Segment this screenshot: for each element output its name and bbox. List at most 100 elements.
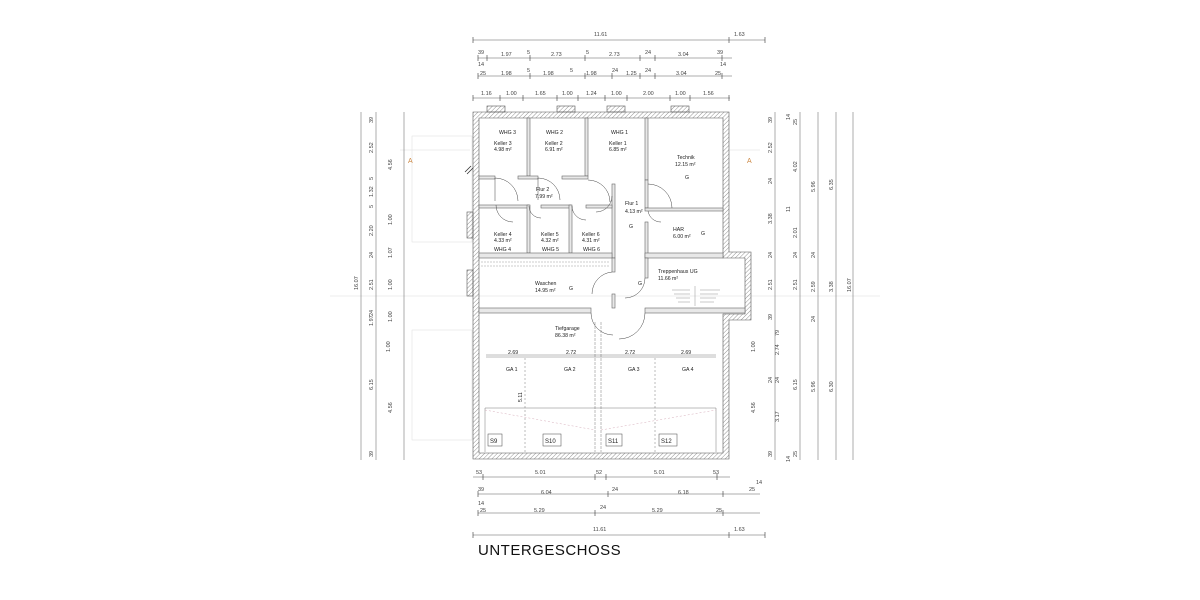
dim-label: 4.56 [388, 402, 394, 413]
garage-bay-label: GA 3 [628, 367, 640, 373]
dim-label: 2.73 [609, 52, 620, 58]
dim-label: 2.00 [643, 91, 654, 97]
dim-label: 6.04 [541, 490, 552, 496]
dim-label: 1.97 [501, 52, 512, 58]
dim-label: 39 [768, 117, 774, 123]
dim-label: 24 [811, 316, 817, 322]
room-name: Keller 3 [494, 141, 512, 147]
dim-label: 79 [775, 330, 781, 336]
parking-space-label: S10 [545, 439, 556, 445]
dim-label: 39 [369, 117, 375, 123]
room-tag: WHG 5 [542, 247, 559, 253]
dim-label: 5.29 [534, 508, 545, 514]
garage-width-label: 2.72 [625, 350, 635, 356]
mesh-partitions [481, 261, 610, 267]
dim-label: 3.04 [676, 71, 687, 77]
room-area: 4.98 m² [494, 147, 512, 153]
dim-label: 11 [786, 206, 792, 212]
room-name: Keller 4 [494, 232, 512, 238]
room-area: 7.99 m² [535, 194, 553, 200]
dim-label: 24 [811, 252, 817, 258]
room-area: 4.31 m² [582, 238, 600, 244]
room-name: Tiefgarage [555, 326, 580, 332]
room-area: 11.66 m² [658, 276, 678, 282]
dim-label: 1.00 [388, 214, 394, 225]
dim-label: 2.59 [811, 281, 817, 292]
dim-label: 24 [768, 178, 774, 184]
dim-label: 2.51 [793, 279, 799, 290]
room-name: Keller 6 [582, 232, 600, 238]
dim-label: 2.51 [768, 279, 774, 290]
room-g-marker: G [569, 286, 573, 292]
room-name: Keller 5 [541, 232, 559, 238]
parking-space-label: S11 [608, 439, 619, 445]
dim-label: 14 [786, 114, 792, 120]
dim-label: 4.56 [751, 402, 757, 413]
room-area: 6.00 m² [673, 234, 691, 240]
garage-bay-label: GA 1 [506, 367, 518, 373]
garage-bay-label: GA 2 [564, 367, 576, 373]
garage-depth-label: 5.11 [518, 392, 524, 402]
section-mark-right: A [747, 158, 752, 165]
dim-label: 1.00 [751, 341, 757, 352]
dim-label: 39 [717, 50, 723, 56]
garage-width-label: 2.69 [681, 350, 691, 356]
parking-boxes [487, 433, 678, 447]
dim-label: 6.15 [793, 379, 799, 390]
guide-lines [330, 135, 880, 441]
room-tag: WHG 4 [494, 247, 511, 253]
room-name: Waschen [535, 281, 557, 287]
dim-label: 25 [480, 71, 486, 77]
outer-walls [466, 105, 752, 460]
dim-label: 14 [786, 456, 792, 462]
room-name: HAR [673, 227, 684, 233]
room-tag: WHG 1 [611, 130, 628, 136]
dim-label: 6.15 [369, 379, 375, 390]
dim-label: 1.00 [388, 311, 394, 322]
room-area: 6.85 m² [609, 147, 627, 153]
dimension-ticks [472, 37, 766, 538]
staircase [672, 286, 720, 306]
dimension-lines [360, 39, 854, 536]
dim-label: 52 [596, 470, 602, 476]
dim-label: 5 [527, 50, 530, 56]
top-dimensions: 11.61 1.63 39 1.97 5 2.73 5 2.73 24 3.04… [478, 32, 745, 97]
dim-label: 1.16 [481, 91, 492, 97]
room-name: Flur 1 [625, 201, 638, 207]
dim-label: 2.20 [369, 225, 375, 236]
room-area: 12.15 m² [675, 162, 696, 168]
dim-label: 24 [612, 68, 618, 74]
dim-label: 5 [369, 205, 375, 208]
dim-label: 1.98 [501, 71, 512, 77]
room-area: 4.13 m² [625, 209, 643, 215]
room-tag: WHG 2 [546, 130, 563, 136]
dim-label: 25 [749, 487, 755, 493]
dim-label: 25 [480, 508, 486, 514]
dim-label: 4.56 [388, 159, 394, 170]
dim-label: 39 [478, 487, 484, 493]
dim-label: 25 [793, 451, 799, 457]
room-name: Flur 2 [536, 187, 549, 193]
room-g-marker: G [638, 281, 642, 287]
dim-label: 24 [645, 68, 651, 74]
dim-label: 2.52 [768, 142, 774, 153]
doors [494, 177, 673, 340]
room-tag: WHG 6 [583, 247, 600, 253]
dim-label: 14 [720, 62, 726, 68]
dim-label: 1.56 [703, 91, 714, 97]
dim-overall-left: 16.07 [354, 276, 360, 290]
dim-label: 39 [369, 451, 375, 457]
dim-label: 53 [476, 470, 482, 476]
left-dimensions: 16.07 39 2.52 5 1.32 5 2.20 24 2.51 24 1… [354, 117, 394, 457]
compass-symbol [464, 165, 474, 175]
dim-label: 1.24 [586, 91, 597, 97]
dim-label: 2.01 [793, 227, 799, 238]
dim-label: 1.00 [386, 341, 392, 352]
dim-overall-bottom-right: 1.63 [734, 527, 745, 533]
dim-label: 24 [775, 377, 781, 383]
dim-label: 39 [478, 50, 484, 56]
garage-labels: 2.69 2.72 2.72 2.69 GA 1 GA 2 GA 3 GA 4 … [490, 350, 694, 445]
dim-label: 1.98 [543, 71, 554, 77]
dim-label: 2.51 [369, 279, 375, 290]
